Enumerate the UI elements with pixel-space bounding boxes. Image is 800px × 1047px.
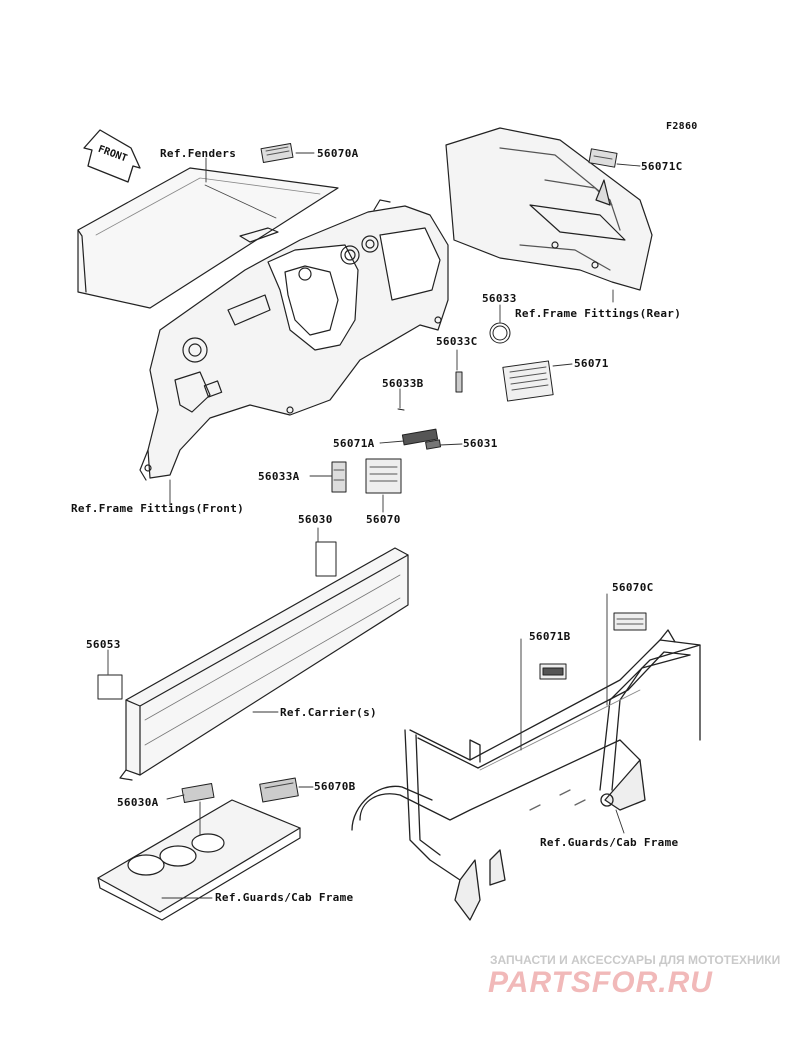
label-56031: 56031 <box>463 437 498 450</box>
label-56071B: 56071B <box>529 630 571 643</box>
leader-lines <box>107 152 641 899</box>
label-ref-guards-cab-frame-left: Ref.Guards/Cab Frame <box>215 891 354 904</box>
decal-56053 <box>97 674 123 700</box>
front-arrow-icon: FRONT <box>83 129 141 183</box>
label-56071C: 56071C <box>641 160 683 173</box>
clip-56033B <box>397 408 405 411</box>
rear-side-panel <box>445 127 653 291</box>
decal-labels <box>97 143 647 803</box>
figure-id: F2860 <box>666 121 698 132</box>
label-56070B: 56070B <box>314 780 356 793</box>
label-56033: 56033 <box>482 292 517 305</box>
decal-56033A <box>331 461 347 493</box>
decal-56030 <box>315 541 337 577</box>
label-ref-frame-fittings-rear: Ref.Frame Fittings(Rear) <box>515 307 682 320</box>
decal-56070C <box>613 612 647 631</box>
label-56071: 56071 <box>574 357 609 370</box>
floor-plate <box>97 799 301 921</box>
label-56071A: 56071A <box>333 437 375 450</box>
label-ref-carrier: Ref.Carrier(s) <box>280 706 377 719</box>
fender-part <box>77 167 339 309</box>
label-56053: 56053 <box>86 638 121 651</box>
label-ref-fenders: Ref.Fenders <box>160 147 237 160</box>
label-56070A: 56070A <box>317 147 359 160</box>
decal-56071A <box>401 428 439 446</box>
watermark-tagline: ЗАПЧАСТИ И АКСЕССУАРЫ ДЛЯ МОТОТЕХНИКИ <box>490 953 781 967</box>
label-56030: 56030 <box>298 513 333 526</box>
label-56030A: 56030A <box>117 796 159 809</box>
label-ref-frame-fittings-front: Ref.Frame Fittings(Front) <box>71 502 245 515</box>
decal-56070 <box>365 458 402 494</box>
label-56070C: 56070C <box>612 581 654 594</box>
cab-frame-guards <box>351 629 701 921</box>
label-56033A: 56033A <box>258 470 300 483</box>
decal-56070B <box>259 777 299 803</box>
label-56033C: 56033C <box>436 335 478 348</box>
dashboard-panel <box>139 199 449 481</box>
label-56033B: 56033B <box>382 377 424 390</box>
carrier-tailgate <box>119 547 409 781</box>
watermark-logo: PARTSFOR.RU <box>488 966 713 999</box>
decal-56031 <box>425 439 442 450</box>
label-ref-guards-cab-frame-right: Ref.Guards/Cab Frame <box>540 836 679 849</box>
decal-56030A <box>181 783 215 803</box>
label-56070: 56070 <box>366 513 401 526</box>
clip-56033C <box>455 371 463 393</box>
